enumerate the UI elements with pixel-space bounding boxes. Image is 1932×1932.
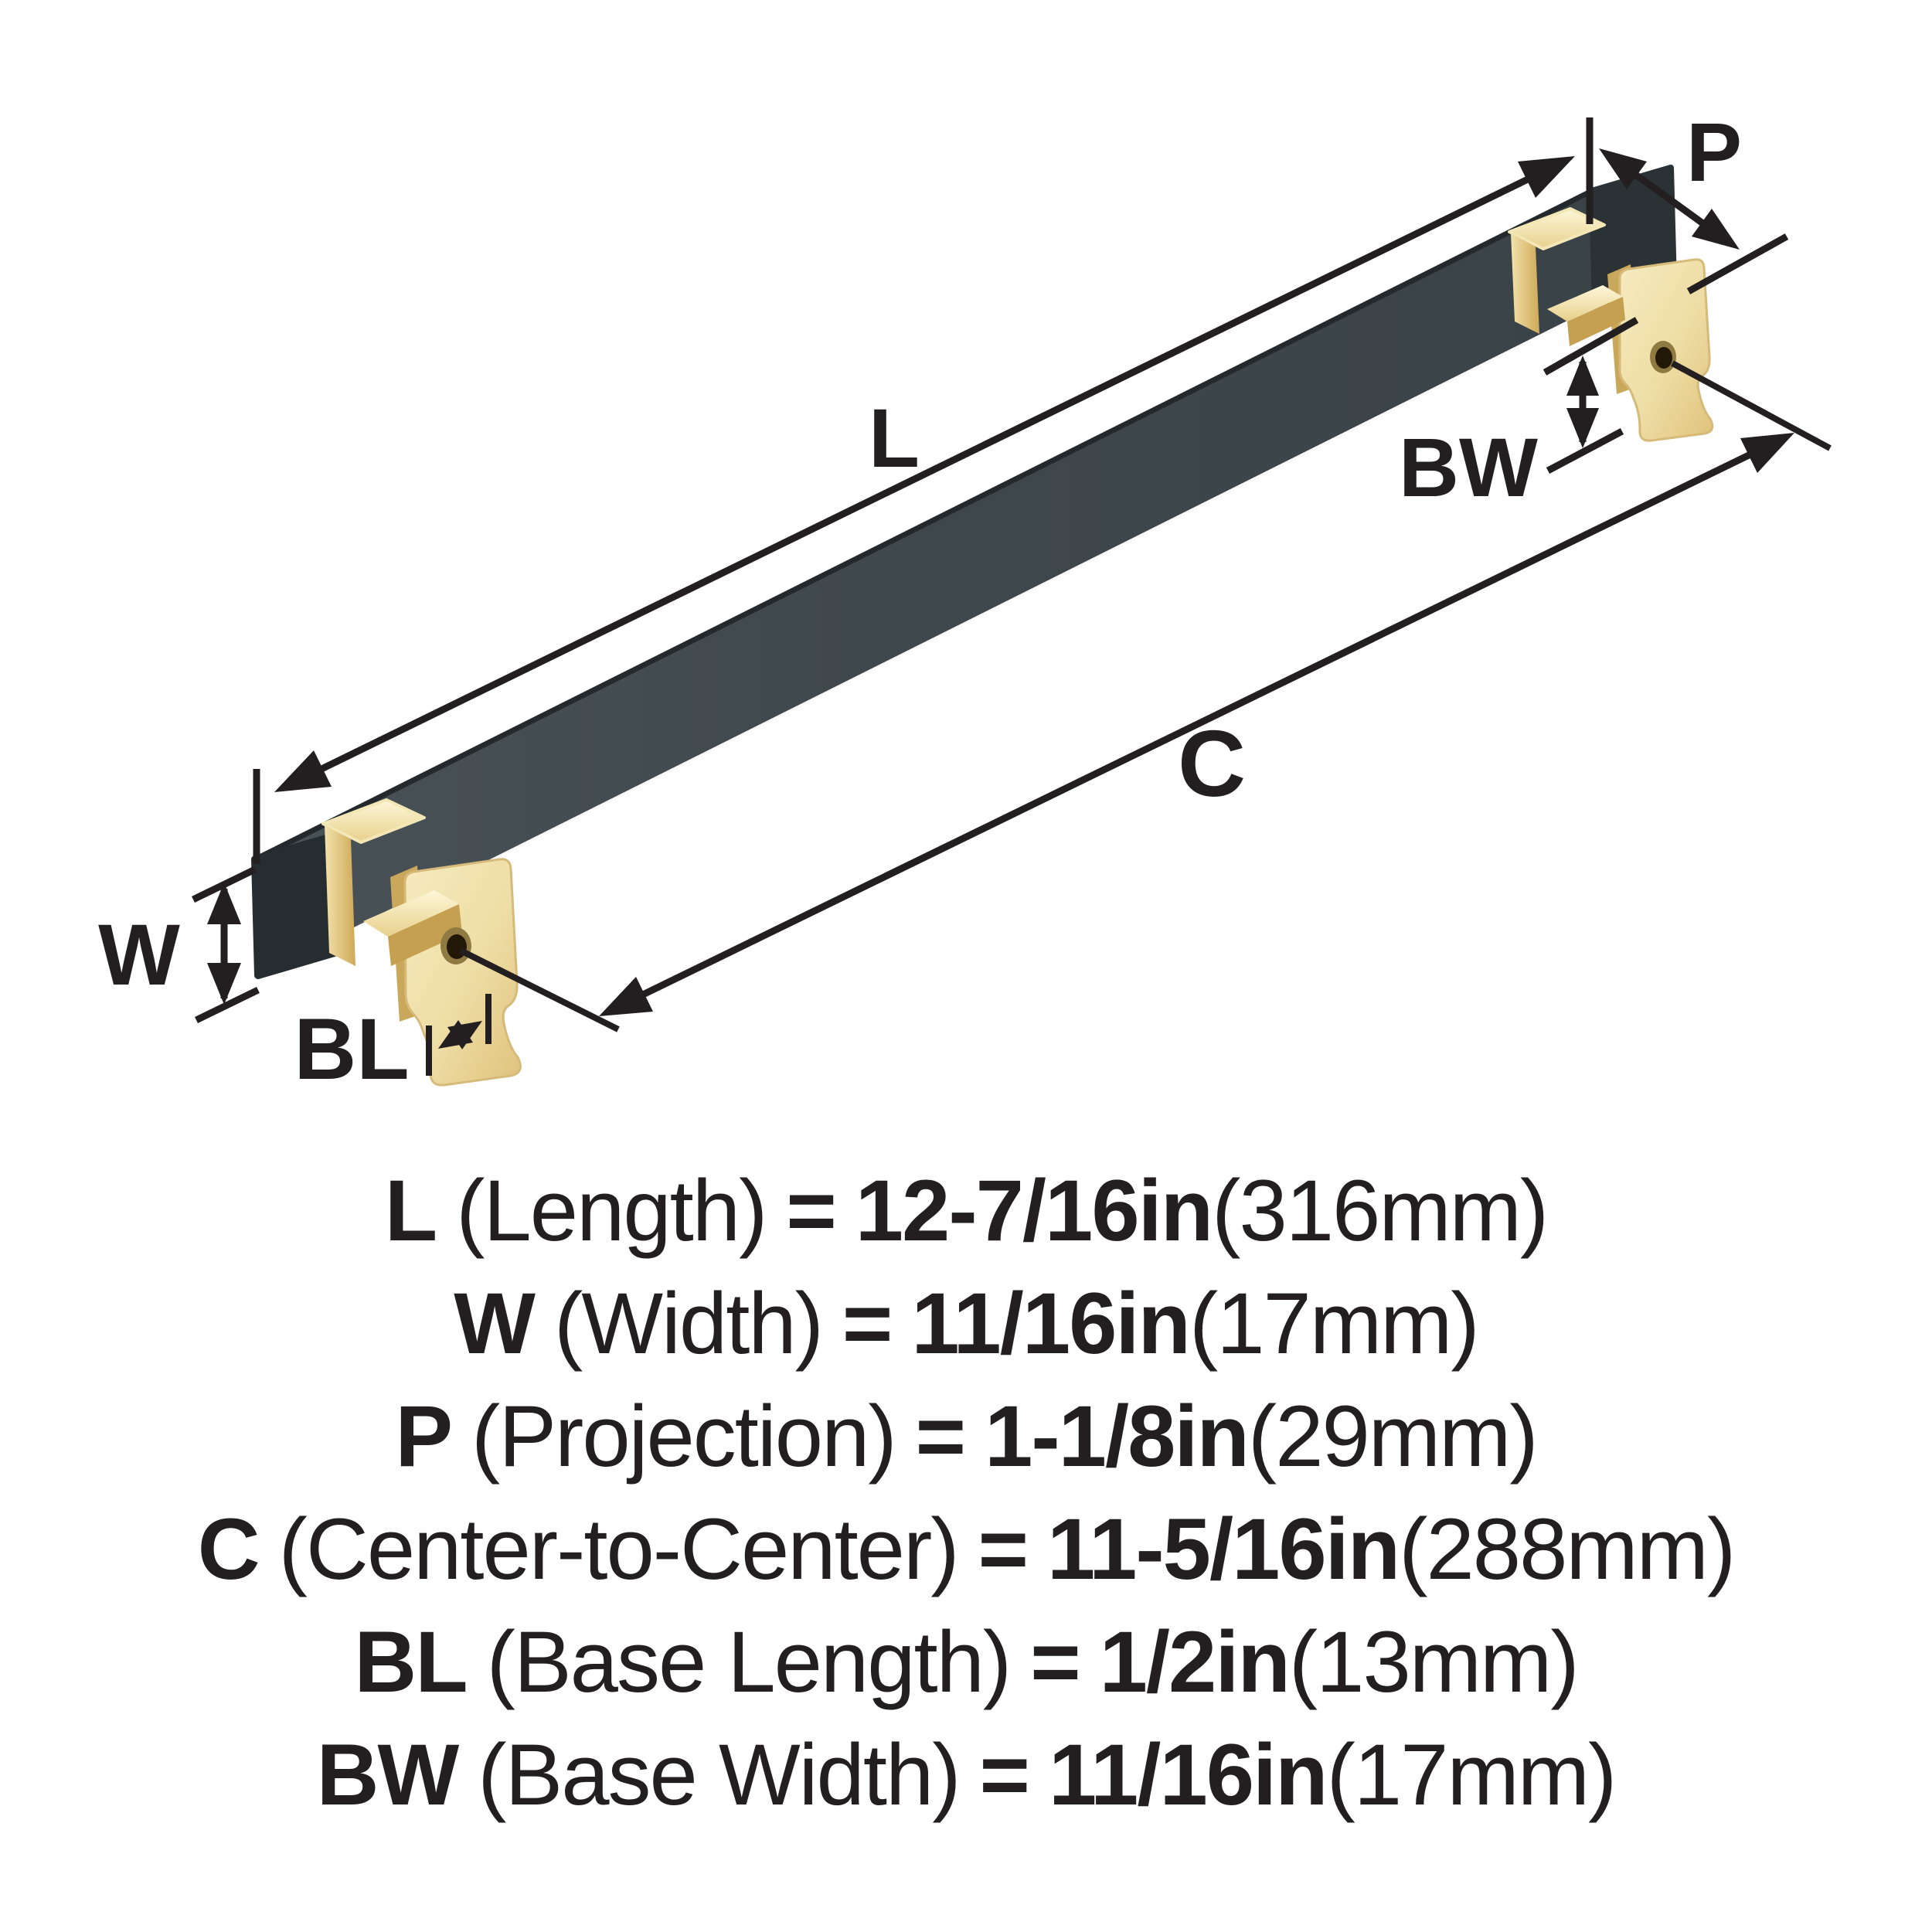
bl-arrowhead-right-icon (447, 1021, 482, 1049)
c-extension-line-right (1671, 360, 1832, 451)
spec-value: 1-1/8in (985, 1388, 1250, 1485)
spec-label: C (197, 1501, 260, 1597)
right-foot-seat (1547, 285, 1623, 321)
spec-value-group: 11-5/16in(288mm) (1046, 1499, 1736, 1599)
spec-name: (Projection) (471, 1388, 897, 1485)
bw-dimension (1543, 317, 1639, 474)
spec-name: (Length) (456, 1162, 767, 1259)
bw-tick-top (1543, 317, 1639, 376)
label-base-width: BW (1399, 420, 1538, 514)
bw-arrowhead-up-icon (1566, 355, 1599, 396)
spec-value-group: 11/16in(17mm) (1048, 1725, 1617, 1825)
spec-value-group: 1/2in(13mm) (1099, 1612, 1580, 1712)
spec-equals: = (786, 1162, 836, 1259)
label-center-to-center: C (1178, 711, 1246, 816)
spec-metric: (17mm) (1189, 1275, 1480, 1372)
w-arrowhead-up-icon (207, 883, 241, 924)
p-arrowhead-lower-icon (1692, 209, 1740, 250)
p-dimension-line (1621, 162, 1718, 236)
w-dimension (192, 866, 260, 1024)
dimension-lines (192, 117, 1832, 1076)
spec-name: (Base Length) (486, 1614, 1012, 1710)
c-arrowhead-left-icon (599, 977, 653, 1016)
spec-label: P (395, 1388, 453, 1485)
left-foot-seat-shadow (388, 904, 462, 966)
spec-metric: (29mm) (1247, 1388, 1539, 1485)
c-dimension-line (640, 450, 1753, 999)
spec-equals: = (978, 1501, 1029, 1597)
spec-value: 12-7/16in (855, 1162, 1213, 1259)
bw-tick-bottom (1546, 428, 1624, 474)
p-surface-line (1686, 233, 1789, 294)
spec-value: 11/16in (1048, 1726, 1328, 1823)
c-arrowhead-right-icon (1740, 433, 1794, 473)
bar-top-edge (253, 188, 1594, 862)
right-screw-hole (1655, 347, 1672, 369)
spec-equals: = (842, 1275, 893, 1372)
dimension-labels: L C P BW W BL (98, 105, 1742, 1097)
spec-label: W (454, 1275, 536, 1372)
spec-label: BW (316, 1726, 460, 1823)
label-projection: P (1686, 105, 1742, 199)
c-extension-line-left (459, 947, 620, 1032)
right-foot-clamp-top (1508, 207, 1606, 250)
spec-value: 11-5/16in (1046, 1501, 1400, 1597)
spec-metric: (13mm) (1288, 1614, 1580, 1710)
spec-row-center-to-center: C(Center-to-Center)=11-5/16in(288mm) (197, 1499, 1736, 1612)
l-dimension (253, 117, 1594, 864)
spec-metric: (17mm) (1326, 1726, 1617, 1823)
spec-equals: = (1030, 1614, 1080, 1710)
spec-value-group: 12-7/16in(316mm) (855, 1161, 1549, 1260)
spec-value-group: 1-1/8in(29mm) (985, 1386, 1539, 1486)
spec-name: (Width) (554, 1275, 824, 1372)
spec-value: 11/16in (911, 1275, 1191, 1372)
bar-front-face (255, 191, 1595, 975)
label-base-length: BL (294, 1001, 409, 1097)
l-arrowhead-right-icon (1518, 156, 1575, 198)
spec-list: L(Length)=12-7/16in(316mm) W(Width)=11/1… (0, 1161, 1932, 1838)
left-foot-clamp-top (321, 798, 426, 844)
left-foot-clamp-band (325, 825, 355, 966)
spec-row-base-width: BW(Base Width)=11/16in(17mm) (316, 1725, 1617, 1838)
c-dimension (459, 360, 1832, 1032)
left-foot (321, 798, 522, 1087)
right-foot-clamp-band (1511, 233, 1539, 334)
spec-label: BL (354, 1614, 468, 1710)
spec-row-projection: P(Projection)=1-1/8in(29mm) (395, 1386, 1539, 1499)
left-foot-seat (363, 890, 459, 937)
p-dimension (1599, 148, 1789, 294)
spec-value: 1/2in (1099, 1614, 1291, 1710)
right-foot-seat-shadow (1567, 297, 1625, 346)
spec-row-width: W(Width)=11/16in(17mm) (454, 1274, 1480, 1386)
spec-value-group: 11/16in(17mm) (911, 1274, 1480, 1373)
bw-arrowhead-down-icon (1566, 408, 1599, 448)
spec-equals: = (979, 1726, 1030, 1823)
l-arrowhead-left-icon (274, 750, 332, 792)
spec-row-base-length: BL(Base Length)=1/2in(13mm) (354, 1612, 1580, 1725)
spec-metric: (316mm) (1212, 1162, 1549, 1259)
spec-equals: = (915, 1388, 966, 1485)
pull-handle-bar (251, 165, 1677, 979)
spec-label: L (384, 1162, 437, 1259)
w-arrowhead-down-icon (207, 963, 241, 1005)
l-dimension-line (315, 173, 1534, 775)
p-arrowhead-upper-icon (1599, 148, 1647, 189)
w-tick-bottom (195, 986, 260, 1024)
spec-name: (Base Width) (478, 1726, 961, 1823)
bl-dimension (426, 994, 492, 1076)
spec-name: (Center-to-Center) (278, 1501, 960, 1597)
bar-left-end-face (251, 832, 341, 979)
spec-metric: (288mm) (1399, 1501, 1736, 1597)
label-length: L (869, 391, 920, 485)
spec-row-length: L(Length)=12-7/16in(316mm) (384, 1161, 1549, 1274)
label-width: W (98, 906, 180, 1003)
